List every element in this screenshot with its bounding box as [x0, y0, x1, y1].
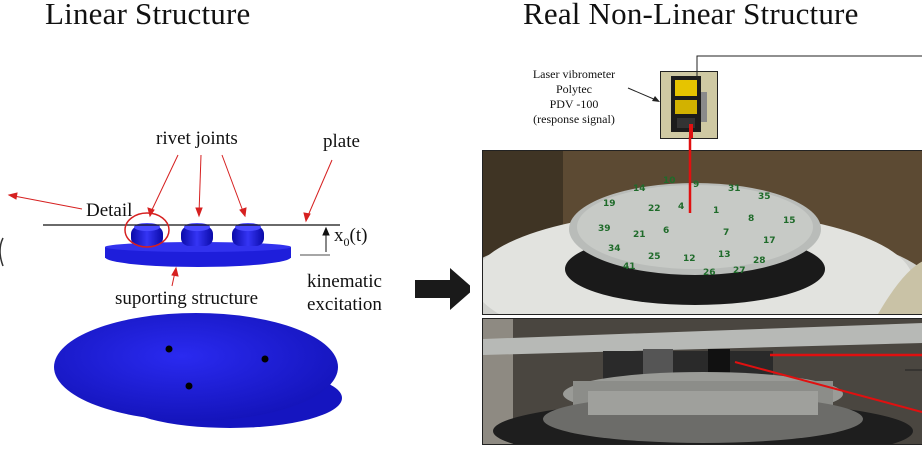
edge-arc [0, 237, 4, 267]
vibrometer-line-2: Polytec [556, 82, 592, 96]
svg-text:14: 14 [633, 184, 646, 194]
vibrometer-label: Laser vibrometer Polytec PDV -100 (respo… [519, 67, 629, 127]
vibrometer-line-4: (response signal) [533, 112, 615, 126]
detail-circle [124, 212, 170, 248]
left-heading: Linear Structure [45, 0, 251, 31]
x0-label: x0(t) [334, 225, 367, 250]
detail-arrow [7, 192, 83, 210]
svg-text:31: 31 [728, 184, 741, 194]
svg-text:6: 6 [663, 226, 669, 236]
x0-base: x [334, 225, 344, 246]
svg-text:39: 39 [598, 224, 611, 234]
vibrometer-line-1: Laser vibrometer [532, 67, 616, 81]
support-arrow [171, 266, 179, 287]
svg-text:21: 21 [633, 230, 646, 240]
x0-sub: 0 [343, 234, 350, 249]
rivet-joints-label: rivet joints [156, 128, 238, 149]
supporting-structure-label: suporting structure [115, 288, 259, 309]
svg-text:35: 35 [758, 192, 771, 202]
svg-text:27: 27 [733, 266, 746, 276]
linear-structure-schematic [0, 154, 470, 428]
svg-text:4: 4 [678, 202, 684, 212]
svg-text:12: 12 [683, 254, 696, 264]
detail-label: Detail [86, 200, 133, 221]
joint-photo [482, 318, 922, 445]
fe-model [54, 313, 342, 428]
base-disk-rim [105, 247, 291, 258]
plate-arrow [303, 159, 333, 223]
svg-text:10: 10 [663, 176, 676, 186]
excitation-arrow [300, 226, 330, 256]
vibrometer-photo [660, 71, 718, 139]
svg-text:19: 19 [603, 199, 616, 209]
svg-text:34: 34 [608, 244, 621, 254]
transition-arrow [415, 268, 470, 310]
svg-text:8: 8 [748, 214, 754, 224]
excitation-label: excitation [307, 294, 382, 315]
vibrometer-line-3: PDV -100 [549, 97, 599, 111]
svg-text:22: 22 [648, 204, 661, 214]
svg-text:13: 13 [718, 250, 731, 260]
svg-text:15: 15 [783, 216, 796, 226]
svg-text:1: 1 [713, 206, 719, 216]
svg-text:17: 17 [763, 236, 776, 246]
x0-tail: (t) [349, 225, 368, 246]
kinematic-label: kinematic [307, 271, 382, 292]
rivet-joints-arrows [147, 154, 247, 218]
svg-text:7: 7 [723, 228, 729, 238]
svg-text:41: 41 [623, 262, 636, 272]
svg-text:28: 28 [753, 256, 766, 266]
svg-text:25: 25 [648, 252, 661, 262]
svg-text:9: 9 [693, 180, 699, 190]
svg-text:26: 26 [703, 268, 716, 278]
right-heading: Real Non-Linear Structure [523, 0, 859, 31]
plate-label: plate [323, 131, 360, 152]
